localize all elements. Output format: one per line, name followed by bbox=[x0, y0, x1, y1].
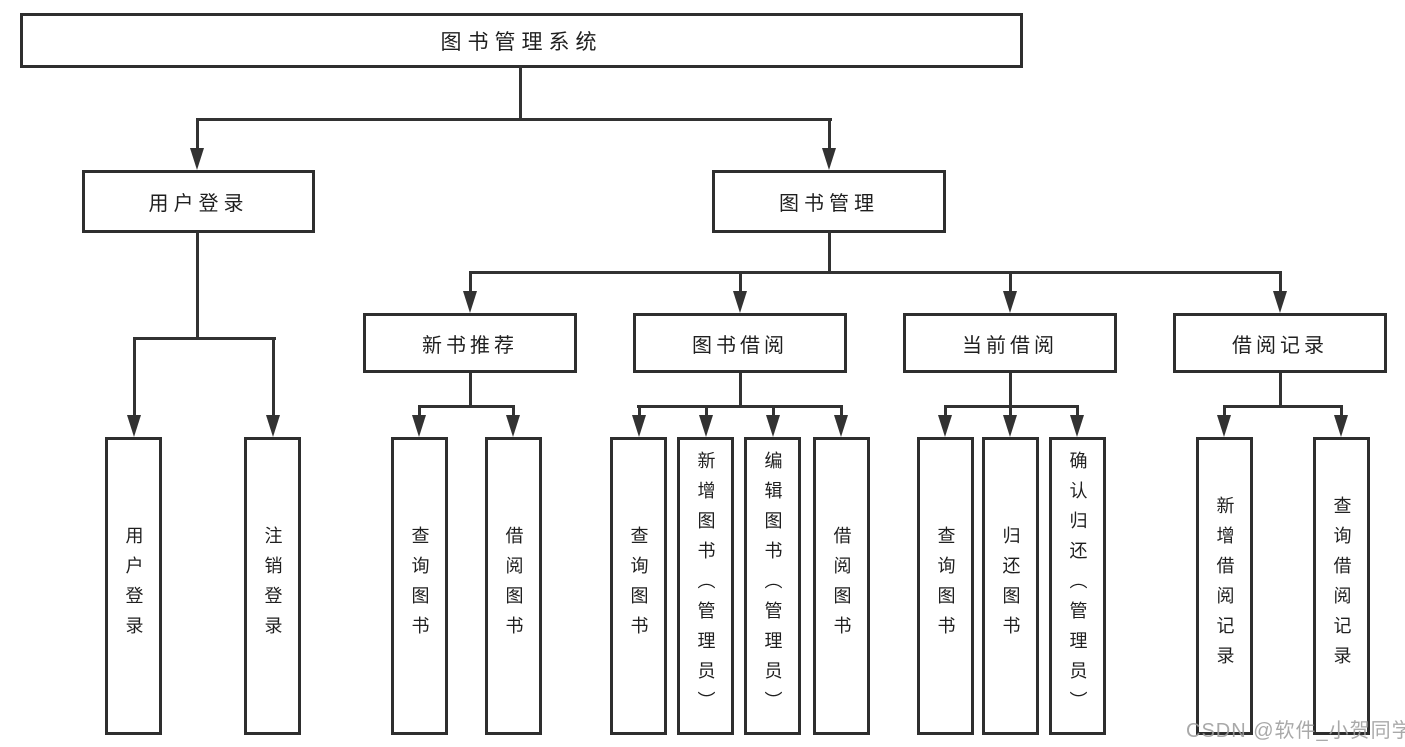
connector-leaf bbox=[1340, 405, 1343, 417]
connector-level1-rail bbox=[196, 118, 832, 121]
leaf-query-books-2-label: 查询图书 bbox=[628, 526, 649, 646]
arrowhead-leaf bbox=[412, 415, 426, 437]
leaf-query-books-2: 查询图书 bbox=[610, 437, 667, 735]
arrowhead-leaf-login bbox=[127, 415, 141, 437]
leaf-query-books-1: 查询图书 bbox=[391, 437, 448, 735]
leaf-logout-label: 注销登录 bbox=[262, 526, 283, 646]
module-current-borrow-label: 当前借阅 bbox=[962, 334, 1058, 357]
connector-book-mgmt-stub bbox=[828, 231, 831, 273]
arrowhead-current-borrow bbox=[1003, 291, 1017, 313]
connector-to-user-login bbox=[196, 118, 199, 150]
connector-leaf bbox=[418, 405, 421, 417]
module-borrow-records-label: 借阅记录 bbox=[1232, 334, 1328, 357]
leaf-borrow-books-1: 借阅图书 bbox=[485, 437, 542, 735]
leaf-add-book-admin-label: 新增图书（管理员） bbox=[695, 451, 716, 721]
leaf-query-books-1-label: 查询图书 bbox=[409, 526, 430, 646]
leaf-user-login: 用户登录 bbox=[105, 437, 162, 735]
connector-modules-rail bbox=[469, 271, 1281, 274]
arrowhead-leaf bbox=[1217, 415, 1231, 437]
node-book-mgmt: 图书管理 bbox=[712, 170, 946, 233]
leaf-query-borrow-record: 查询借阅记录 bbox=[1313, 437, 1370, 735]
connector-user-login-rail bbox=[133, 337, 276, 340]
arrowhead-leaf bbox=[1334, 415, 1348, 437]
leaf-logout: 注销登录 bbox=[244, 437, 301, 735]
leaf-user-login-label: 用户登录 bbox=[123, 526, 144, 646]
arrowhead-user-login bbox=[190, 148, 204, 170]
connector-book-borrow-stub bbox=[739, 373, 742, 407]
arrowhead-leaf bbox=[834, 415, 848, 437]
connector-root-stub bbox=[519, 66, 522, 120]
connector-leaf bbox=[944, 405, 947, 417]
leaf-edit-book-admin: 编辑图书（管理员） bbox=[744, 437, 801, 735]
connector-new-books-stub bbox=[469, 373, 472, 407]
leaf-borrow-books-2: 借阅图书 bbox=[813, 437, 870, 735]
leaf-borrow-books-1-label: 借阅图书 bbox=[503, 526, 524, 646]
leaf-query-borrow-record-label: 查询借阅记录 bbox=[1331, 496, 1352, 676]
leaf-query-books-3: 查询图书 bbox=[917, 437, 974, 735]
connector-to-book-borrow bbox=[739, 271, 742, 293]
arrowhead-book-mgmt bbox=[822, 148, 836, 170]
module-new-books-label: 新书推荐 bbox=[422, 334, 518, 357]
connector-to-leaf-login bbox=[133, 337, 136, 417]
root-node-library-system: 图书管理系统 bbox=[20, 13, 1023, 68]
connector-book-borrow-rail bbox=[637, 405, 843, 408]
leaf-confirm-return-admin: 确认归还（管理员） bbox=[1049, 437, 1106, 735]
arrowhead-leaf bbox=[938, 415, 952, 437]
leaf-query-books-3-label: 查询图书 bbox=[935, 526, 956, 646]
leaf-borrow-books-2-label: 借阅图书 bbox=[831, 526, 852, 646]
module-book-borrow-label: 图书借阅 bbox=[692, 334, 788, 357]
node-book-mgmt-label: 图书管理 bbox=[779, 193, 879, 215]
arrowhead-leaf bbox=[506, 415, 520, 437]
leaf-add-borrow-record: 新增借阅记录 bbox=[1196, 437, 1253, 735]
arrowhead-borrow-records bbox=[1273, 291, 1287, 313]
leaf-return-book-label: 归还图书 bbox=[1000, 526, 1021, 646]
node-user-login: 用户登录 bbox=[82, 170, 315, 233]
connector-leaf bbox=[638, 405, 641, 417]
connector-to-borrow-records bbox=[1279, 271, 1282, 293]
connector-leaf bbox=[1009, 405, 1012, 417]
node-user-login-label: 用户登录 bbox=[148, 193, 249, 215]
csdn-watermark: CSDN @软件_小贺同学 bbox=[1186, 720, 1405, 742]
module-current-borrow: 当前借阅 bbox=[903, 313, 1117, 373]
arrowhead-leaf bbox=[699, 415, 713, 437]
leaf-return-book: 归还图书 bbox=[982, 437, 1039, 735]
connector-new-books-rail bbox=[418, 405, 515, 408]
root-node-label: 图书管理系统 bbox=[440, 30, 603, 54]
connector-current-borrow-stub bbox=[1009, 373, 1012, 407]
arrowhead-leaf bbox=[632, 415, 646, 437]
leaf-add-book-admin: 新增图书（管理员） bbox=[677, 437, 734, 735]
connector-leaf bbox=[840, 405, 843, 417]
arrowhead-leaf bbox=[1003, 415, 1017, 437]
leaf-add-borrow-record-label: 新增借阅记录 bbox=[1214, 496, 1235, 676]
module-borrow-records: 借阅记录 bbox=[1173, 313, 1387, 373]
connector-to-new-books bbox=[469, 271, 472, 293]
connector-to-book-mgmt bbox=[828, 118, 831, 150]
module-book-borrow: 图书借阅 bbox=[633, 313, 847, 373]
leaf-edit-book-admin-label: 编辑图书（管理员） bbox=[762, 451, 783, 721]
connector-user-login-stub bbox=[196, 231, 199, 339]
arrowhead-new-books bbox=[463, 291, 477, 313]
connector-to-leaf-logout bbox=[272, 337, 275, 417]
connector-leaf bbox=[512, 405, 515, 417]
arrowhead-leaf bbox=[1070, 415, 1084, 437]
connector-to-current-borrow bbox=[1009, 271, 1012, 293]
connector-leaf bbox=[1076, 405, 1079, 417]
arrowhead-book-borrow bbox=[733, 291, 747, 313]
connector-borrow-records-stub bbox=[1279, 373, 1282, 407]
arrowhead-leaf bbox=[766, 415, 780, 437]
module-new-books: 新书推荐 bbox=[363, 313, 577, 373]
arrowhead-leaf-logout bbox=[266, 415, 280, 437]
leaf-confirm-return-admin-label: 确认归还（管理员） bbox=[1067, 451, 1088, 721]
connector-borrow-records-rail bbox=[1223, 405, 1343, 408]
connector-leaf bbox=[1223, 405, 1226, 417]
connector-leaf bbox=[705, 405, 708, 417]
connector-leaf bbox=[772, 405, 775, 417]
